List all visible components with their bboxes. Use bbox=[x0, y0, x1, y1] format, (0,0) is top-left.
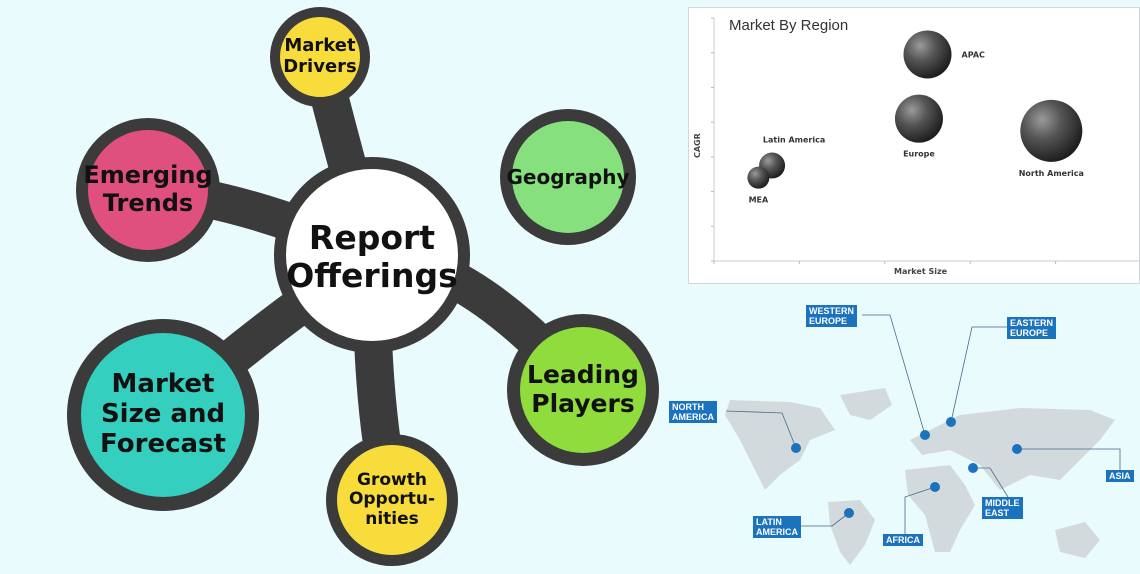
world-map: WESTERN EUROPE EASTERN EUROPE NORTH AMER… bbox=[660, 290, 1140, 570]
hub-label: Report Offerings bbox=[272, 218, 472, 295]
greenland-shape bbox=[840, 388, 892, 420]
leader-africa bbox=[904, 486, 936, 535]
south-america-shape bbox=[828, 500, 875, 565]
marker-africa[interactable] bbox=[930, 482, 940, 492]
bubble-europe bbox=[894, 94, 943, 143]
bubble-north-america bbox=[1020, 99, 1083, 162]
bubble-label: APAC bbox=[962, 50, 986, 59]
leader-middle-east bbox=[973, 467, 1009, 498]
leader-lines bbox=[725, 314, 1121, 535]
hub bbox=[286, 169, 458, 341]
region-markers bbox=[791, 417, 1022, 518]
marker-middle-east[interactable] bbox=[968, 463, 978, 473]
label-geography: Geography bbox=[506, 164, 630, 189]
node-market-size bbox=[81, 333, 245, 497]
node-market-drivers bbox=[280, 17, 360, 97]
leader-asia bbox=[1017, 448, 1121, 470]
diagram-graphic bbox=[67, 7, 659, 566]
hub-line2: Offerings bbox=[286, 256, 458, 295]
node-growth bbox=[337, 445, 447, 555]
label-latin-america: LATIN AMERICA bbox=[753, 516, 801, 538]
bubble-label: North America bbox=[1019, 169, 1084, 178]
leader-north-america bbox=[725, 410, 797, 449]
north-america-shape bbox=[725, 400, 835, 490]
chart-title: Market By Region bbox=[729, 17, 849, 34]
node-geography bbox=[512, 121, 624, 233]
report-offerings-diagram: Report Offerings Market Drivers Emerging… bbox=[67, 7, 659, 566]
x-axis-label: Market Size bbox=[894, 267, 948, 276]
label-eastern-europe: EASTERN EUROPE bbox=[1007, 317, 1057, 339]
marker-latin-america[interactable] bbox=[844, 508, 854, 518]
hub-line1: Report bbox=[308, 218, 436, 258]
label-western-europe: WESTERN EUROPE bbox=[806, 305, 857, 327]
australia-shape bbox=[1055, 522, 1100, 558]
marker-eastern-europe[interactable] bbox=[946, 417, 956, 427]
label-middle-east: MIDDLE EAST bbox=[982, 497, 1023, 519]
label-africa: AFRICA bbox=[883, 534, 923, 546]
leader-western-europe bbox=[862, 314, 926, 436]
label-north-america: NORTH AMERICA bbox=[669, 401, 717, 423]
map-svg bbox=[725, 314, 1121, 565]
label-market-size: Market Size and Forecast bbox=[100, 369, 226, 459]
bubble-label: MEA bbox=[749, 196, 769, 205]
marker-north-america[interactable] bbox=[791, 443, 801, 453]
label-asia: ASIA bbox=[1106, 470, 1134, 482]
leader-latin-america bbox=[801, 512, 850, 527]
node-emerging-trends bbox=[88, 130, 208, 250]
bubble-mea bbox=[747, 166, 770, 189]
label-market-drivers: Market Drivers bbox=[283, 35, 357, 77]
label-growth: Growth Opportu- nities bbox=[348, 469, 436, 529]
label-leading-players: Leading Players bbox=[527, 360, 639, 418]
leader-eastern-europe bbox=[950, 326, 1007, 423]
label-emerging-trends: Emerging Trends bbox=[83, 161, 213, 217]
bubble-apac bbox=[903, 30, 952, 79]
bubble-label: Europe bbox=[903, 150, 935, 159]
africa-shape bbox=[905, 465, 975, 552]
marker-asia[interactable] bbox=[1012, 444, 1022, 454]
bubble-label: Latin America bbox=[763, 136, 825, 145]
marker-western-europe[interactable] bbox=[920, 430, 930, 440]
node-leading-players bbox=[520, 327, 646, 453]
y-axis-label: CAGR bbox=[693, 133, 702, 158]
